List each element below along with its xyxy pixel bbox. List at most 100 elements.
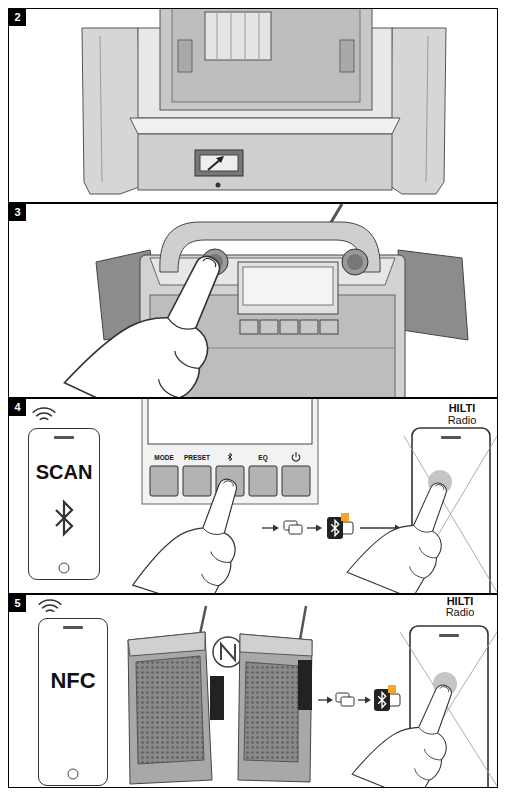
- bluetooth-pairing-illustration: [327, 513, 353, 539]
- nfc-pairing-illustration: [39, 600, 497, 787]
- radio-rear-illustration: [340, 40, 354, 72]
- bluetooth-pairing-illustration: [273, 525, 279, 532]
- app-label: HILTI: [447, 595, 474, 607]
- radio-rear-illustration: [426, 36, 428, 182]
- bluetooth-pairing-illustration: [33, 408, 56, 420]
- bluetooth-pairing-illustration: [262, 527, 274, 528]
- radio-front-illustration: [243, 267, 333, 305]
- step-panel: 4SCAN: [8, 398, 498, 594]
- step-panel: 3: [8, 203, 498, 398]
- radio-rear-illustration: [200, 155, 238, 171]
- step-number: 5: [9, 595, 26, 612]
- radio-rear-illustration: [160, 9, 372, 110]
- radio-rear-illustration: [216, 183, 221, 188]
- phone-screen-text: NFC: [50, 669, 95, 693]
- nfc-pairing-illustration: [439, 634, 459, 637]
- step-number: 4: [9, 399, 26, 416]
- bluetooth-pairing-illustration: [150, 466, 178, 496]
- button-label: MODE: [154, 454, 174, 461]
- radio-front-illustration: [398, 250, 468, 340]
- bluetooth-pairing-illustration: [360, 527, 395, 528]
- nfc-pairing-illustration: [39, 600, 62, 612]
- nfc-pairing-illustration: [352, 666, 469, 787]
- radio-rear-illustration: [100, 36, 102, 182]
- app-label: HILTI: [449, 402, 476, 414]
- radio-rear-illustration: [259, 12, 260, 60]
- bluetooth-pairing-illustration: [183, 466, 211, 496]
- radio-rear-illustration: [138, 134, 392, 190]
- nfc-pairing-illustration: [128, 632, 212, 784]
- radio-rear-illustration: [231, 12, 232, 60]
- nfc-pairing-illustration: [213, 637, 243, 667]
- radio-front-illustration: [238, 262, 338, 314]
- nfc-pairing-illustration: [128, 632, 205, 656]
- app-label: Radio: [448, 414, 477, 426]
- nfc-pairing-illustration: [240, 634, 312, 656]
- phone-outline: SCAN: [28, 428, 100, 580]
- nfc-pairing-illustration: [68, 769, 78, 779]
- radio-rear-illustration: [245, 12, 246, 60]
- radio-rear-illustration: [178, 40, 192, 72]
- radio-front-illustration: [240, 320, 258, 334]
- radio-front-illustration: [64, 223, 246, 397]
- nfc-pairing-illustration: [374, 685, 400, 711]
- radio-front-illustration: [342, 249, 368, 275]
- nfc-pairing-illustration: [336, 693, 354, 706]
- radio-rear-illustration: [216, 156, 224, 163]
- step-panel: 2: [8, 8, 498, 203]
- radio-front-illustration: [347, 254, 363, 270]
- nfc-pairing-illustration: [358, 699, 366, 700]
- bluetooth-pairing-illustration: [347, 464, 464, 593]
- radio-rear-illustration: [82, 28, 142, 194]
- radio-rear-illustration: [195, 150, 243, 176]
- nfc-pairing-illustration: [318, 699, 328, 700]
- button-label: PRESET: [184, 454, 210, 461]
- button-label: EQ: [258, 454, 267, 461]
- bluetooth-pairing-illustration: [295, 452, 296, 457]
- bluetooth-pairing-illustration: [56, 502, 72, 534]
- nfc-pairing-illustration: [244, 662, 298, 762]
- nfc-pairing-illustration: [365, 697, 371, 704]
- step-number: 3: [9, 204, 26, 221]
- radio-rear-illustration: [217, 12, 218, 60]
- radio-rear-illustration: [205, 12, 271, 60]
- nfc-pairing-illustration: [238, 634, 312, 782]
- bluetooth-pairing-illustration: [307, 527, 317, 528]
- nfc-pairing-illustration: [210, 676, 224, 720]
- bluetooth-pairing-illustration: [148, 399, 312, 444]
- nfc-pairing-illustration: [327, 697, 333, 704]
- nfc-pairing-illustration: [200, 606, 206, 634]
- radio-front-illustration: [280, 320, 298, 334]
- bluetooth-pairing-illustration: [59, 563, 69, 573]
- radio-front-illustration: [260, 320, 278, 334]
- app-label: Radio: [446, 606, 475, 618]
- radio-front-illustration: [330, 204, 342, 224]
- bluetooth-pairing-illustration: [282, 466, 310, 496]
- radio-rear-illustration: [172, 9, 360, 102]
- bluetooth-pairing-illustration: [284, 521, 302, 534]
- bluetooth-pairing-illustration: [249, 466, 277, 496]
- step-number: 2: [9, 9, 26, 26]
- bluetooth-pairing-illustration: [316, 525, 322, 532]
- phone-screen-text: SCAN: [36, 461, 93, 483]
- radio-rear-illustration: [130, 118, 400, 134]
- step-panel: 5NFC: [8, 594, 498, 788]
- nfc-pairing-illustration: [63, 626, 83, 629]
- nfc-pairing-illustration: [221, 644, 235, 660]
- nfc-pairing-illustration: [136, 656, 204, 764]
- nfc-pairing-illustration: [300, 606, 306, 640]
- nfc-pairing-illustration: [298, 660, 312, 710]
- radio-rear-illustration: [390, 28, 446, 194]
- radio-front-illustration: [300, 320, 318, 334]
- bluetooth-pairing-illustration: [441, 436, 461, 439]
- bluetooth-pairing-illustration: [133, 461, 257, 593]
- bluetooth-pairing-illustration: [33, 399, 497, 593]
- bluetooth-pairing-illustration: [228, 453, 232, 461]
- phone-outline: NFC: [38, 618, 108, 786]
- bluetooth-pairing-illustration: [54, 436, 74, 439]
- radio-front-illustration: [64, 204, 468, 397]
- radio-front-illustration: [320, 320, 338, 334]
- radio-rear-illustration: [82, 9, 446, 194]
